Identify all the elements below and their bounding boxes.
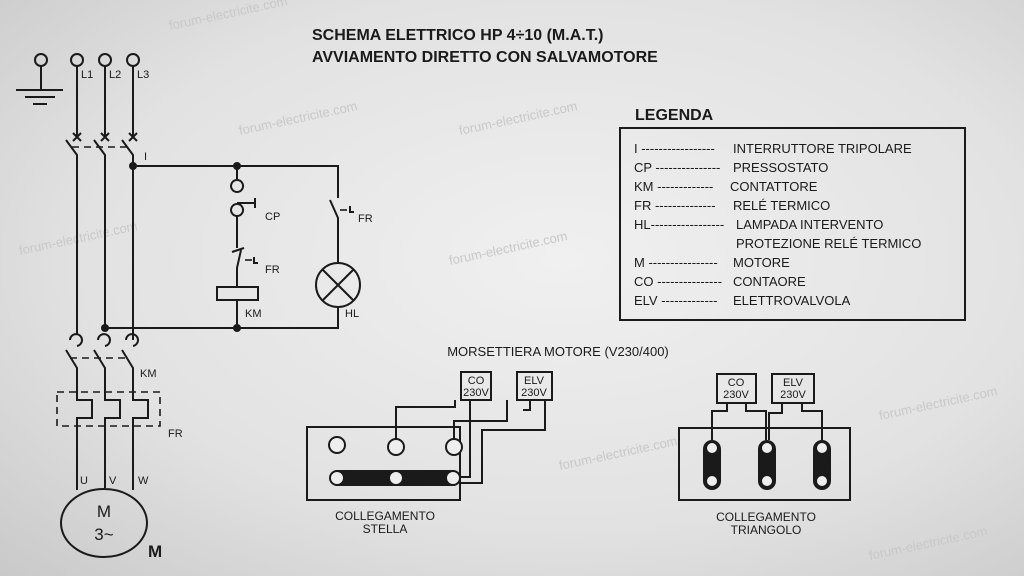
watermark-text: forum-electricite.com — [18, 218, 139, 258]
legend-desc: PROTEZIONE RELÉ TERMICO — [736, 236, 921, 251]
fr-power-label: FR — [168, 428, 183, 440]
watermark-text: forum-electricite.com — [238, 98, 359, 138]
legend-code: ELV ------------- — [634, 293, 718, 308]
co-voltage: 230V — [723, 389, 749, 401]
elv-voltage: 230V — [521, 387, 547, 399]
legend-code: FR -------------- — [634, 198, 716, 213]
motor-label: M — [148, 542, 162, 561]
km-coil-label: KM — [245, 308, 262, 320]
terminal-board-title: MORSETTIERA MOTORE (V230/400) — [447, 344, 669, 359]
legend-title: LEGENDA — [635, 107, 714, 124]
phase-l1-label: L1 — [81, 69, 93, 81]
legend-code: CO --------------- — [634, 274, 722, 289]
title-line2: AVVIAMENTO DIRETTO CON SALVAMOTORE — [312, 49, 658, 66]
delta-label-line2: TRIANGOLO — [731, 523, 802, 537]
legend: LEGENDA I ----------------- INTERRUTTORE … — [619, 107, 966, 321]
legend-desc: RELÉ TERMICO — [733, 198, 830, 213]
terminal-v-label: V — [109, 475, 117, 487]
km-power-label: KM — [140, 368, 157, 380]
delta-connection: CO 230V ELV 230V COLLEGAMENTO TRIANGOLO — [678, 373, 851, 537]
motor-text-m: M — [97, 502, 111, 521]
watermark-text: forum-electricite.com — [878, 383, 999, 423]
watermark-text: forum-electricite.com — [558, 433, 679, 473]
terminal-u-label: U — [80, 475, 88, 487]
delta-label-line1: COLLEGAMENTO — [716, 510, 816, 524]
co-label: CO — [728, 377, 745, 389]
watermark-text: forum-electricite.com — [168, 0, 289, 33]
legend-code: M ---------------- — [634, 255, 718, 270]
control-circuit: CP FR KM FR HL — [101, 162, 373, 332]
legend-desc: LAMPADA INTERVENTO — [736, 217, 883, 232]
fr-lamp-contact-label: FR — [358, 213, 373, 225]
star-label-line1: COLLEGAMENTO — [335, 509, 435, 523]
motor-text-3phase: 3~ — [94, 525, 113, 544]
terminal-w-label: W — [138, 475, 149, 487]
legend-desc: CONTATTORE — [730, 179, 818, 194]
phase-l3-label: L3 — [137, 69, 149, 81]
legend-desc: MOTORE — [733, 255, 790, 270]
legend-code: HL----------------- — [634, 217, 724, 232]
ground-symbol — [16, 53, 63, 105]
legend-desc: PRESSOSTATO — [733, 160, 828, 175]
watermark-text: forum-electricite.com — [868, 523, 989, 563]
fr-contact-label: FR — [265, 264, 280, 276]
watermarks: forum-electricite.com forum-electricite.… — [18, 0, 999, 563]
lamp-symbol — [315, 262, 361, 308]
switch-label: I — [144, 151, 147, 163]
co-label: CO — [468, 375, 485, 387]
motor-symbol — [60, 488, 148, 558]
title-line1: SCHEMA ELETTRICO HP 4÷10 (M.A.T.) — [312, 27, 603, 44]
legend-code: KM ------------- — [634, 179, 713, 194]
legend-desc: INTERRUTTORE TRIPOLARE — [733, 141, 912, 156]
elv-voltage: 230V — [780, 389, 806, 401]
watermark-text: forum-electricite.com — [448, 228, 569, 268]
watermark-text: forum-electricite.com — [458, 98, 579, 138]
phase-l2-label: L2 — [109, 69, 121, 81]
star-connection: CO 230V ELV 230V COLLEGAMENTO STELLA — [306, 371, 553, 536]
elv-label: ELV — [783, 377, 804, 389]
co-voltage: 230V — [463, 387, 489, 399]
elv-label: ELV — [524, 375, 545, 387]
legend-code: CP --------------- — [634, 160, 720, 175]
legend-desc: CONTAORE — [733, 274, 806, 289]
km-coil — [216, 286, 259, 301]
hl-label: HL — [345, 308, 359, 320]
legend-desc: ELETTROVALVOLA — [733, 293, 851, 308]
cp-label: CP — [265, 211, 280, 223]
legend-code: I ----------------- — [634, 141, 715, 156]
power-circuit: L1 L2 L3 I KM FR U V W M 3~ M — [56, 53, 183, 561]
star-label-line2: STELLA — [363, 522, 408, 536]
